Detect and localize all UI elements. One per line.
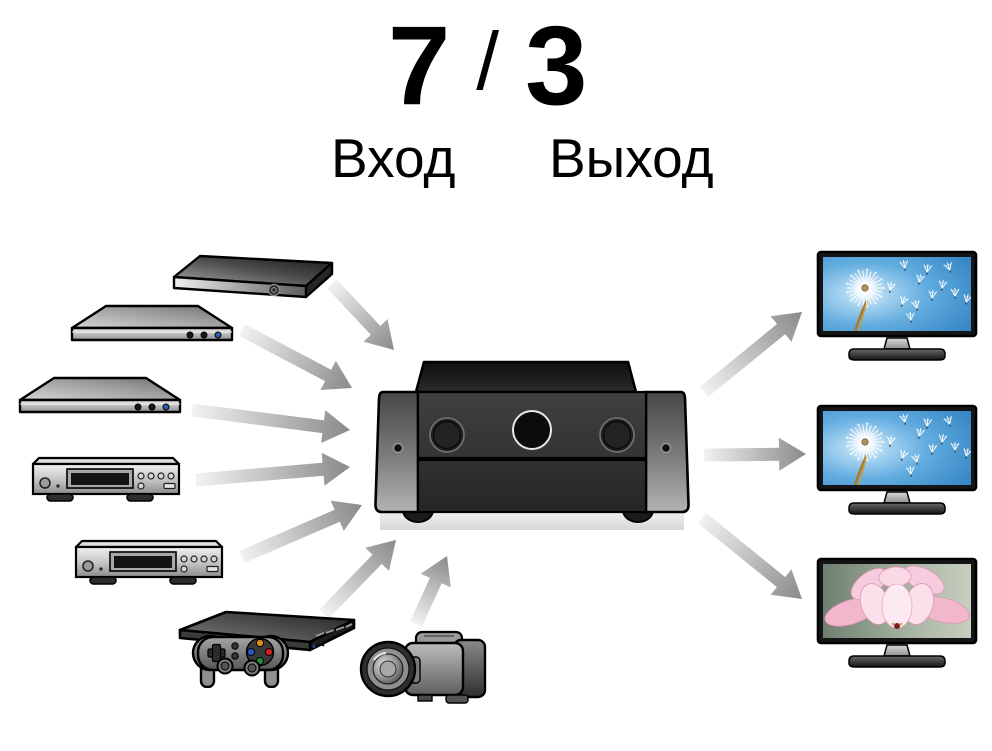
- input-arrow: [239, 324, 352, 390]
- tv-stand: [848, 655, 946, 668]
- indicator-led: [214, 331, 222, 339]
- tv-screen-dandelion-image: [823, 411, 971, 485]
- tv-neck: [883, 337, 911, 350]
- output-count: 3: [525, 3, 588, 128]
- slim-disc-player-dark-icon: [170, 250, 338, 305]
- foot: [126, 493, 154, 502]
- input-arrow: [410, 556, 451, 627]
- side-button: [660, 442, 672, 454]
- gamepad: [191, 634, 290, 689]
- output-arrow: [699, 312, 802, 397]
- tv-neck: [883, 644, 911, 657]
- button-blue: [246, 647, 256, 657]
- side-button: [392, 442, 404, 454]
- tv-lotus-photo-icon: [816, 557, 978, 674]
- output-label: Выход: [549, 127, 714, 189]
- input-count: 7: [388, 3, 451, 128]
- cd-player-icon: [27, 452, 185, 513]
- slim-disc-player-icon: [14, 374, 184, 425]
- tv-dandelion-photo-icon: [816, 250, 978, 367]
- tv-screen-lotus-image: [823, 564, 971, 638]
- input-arrow: [239, 500, 362, 563]
- receiver-front-lower: [416, 458, 648, 514]
- tv-stand: [848, 348, 946, 361]
- tv-neck: [883, 491, 911, 504]
- output-arrow: [697, 512, 802, 599]
- button-orange: [255, 638, 265, 648]
- power-button-icon: [267, 283, 281, 297]
- foot: [89, 576, 117, 585]
- button-red: [264, 647, 274, 657]
- cd-player-icon: [70, 535, 228, 596]
- indicator-led: [162, 403, 170, 411]
- tv-stand: [848, 502, 946, 515]
- input-label: Вход: [331, 127, 456, 189]
- foot: [169, 576, 197, 585]
- lens-icon: [359, 640, 417, 698]
- camcorder-icon: [358, 627, 490, 714]
- input-arrow: [195, 452, 350, 487]
- output-arrow: [703, 437, 806, 471]
- title-block: 7 / 3: [388, 10, 587, 122]
- tv-dandelion-photo-icon: [816, 404, 978, 521]
- power-button-icon: [82, 560, 94, 572]
- tv-screen-dandelion-image: [823, 257, 971, 331]
- slim-disc-player-icon: [66, 302, 236, 353]
- receiver-base-platform: [380, 511, 684, 530]
- av-receiver-icon: [372, 358, 692, 538]
- volume-knob: [512, 410, 552, 450]
- input-arrow: [191, 403, 350, 443]
- power-button-icon: [39, 477, 51, 489]
- receiver-top: [414, 360, 638, 394]
- separator-slash: /: [476, 16, 500, 107]
- foot: [46, 493, 74, 502]
- game-console-with-gamepad-icon: [168, 600, 363, 693]
